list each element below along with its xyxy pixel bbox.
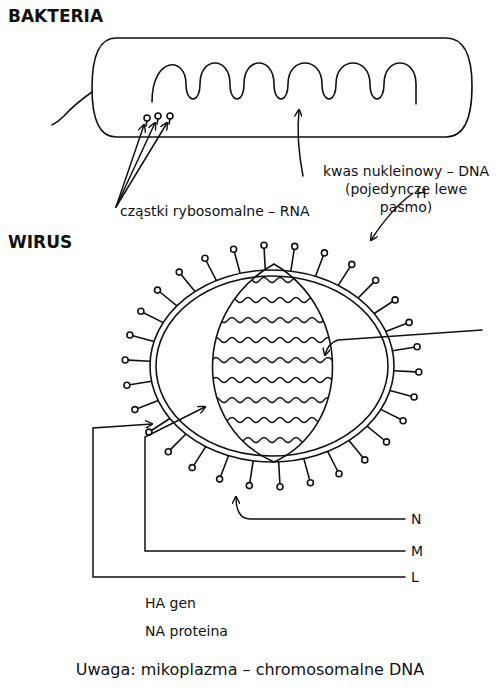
spike [234,252,240,273]
rna-strand [196,438,356,443]
rna-strand [196,418,356,423]
section-heading: BAKTERIA [8,6,103,26]
ribosome [167,113,173,119]
spike [279,462,280,484]
ribosome-stalk [169,119,170,124]
spike-knob [132,407,138,413]
ribosome [144,115,150,121]
part-letter: H [416,184,446,202]
spike-knob [277,484,283,490]
spike [128,360,150,361]
ribosome-stalk [146,121,147,126]
rna-strand [196,298,356,303]
shape-outline [6,230,490,492]
spike [328,451,338,471]
spike [130,381,152,385]
bacterium-cell: BAKTERIA [6,4,486,149]
spike-knob [124,382,130,388]
spike [304,459,310,480]
spike-knob [411,394,417,400]
spike-knob [202,255,208,261]
spike [390,391,411,397]
spike [133,336,154,342]
spike [381,409,401,419]
spike [144,313,164,323]
part-letter: L [411,568,441,586]
spike-knob [261,242,267,248]
annotation: cząstki rybosomalne – RNA [120,202,380,220]
spike [393,347,415,351]
spike-knob [138,308,144,314]
spike [374,302,392,314]
spike [349,441,363,458]
spike [386,324,407,332]
leader-line [236,497,405,519]
leader-line [298,110,303,176]
spike-knob [307,480,313,486]
rna-strand [196,398,356,403]
spike-knob [122,357,128,363]
spike-knob [292,243,298,249]
spike [194,447,206,466]
spike-knob [246,483,252,489]
cell-outline [92,38,472,137]
dna-strand [152,63,416,104]
caption: Uwaga: mikoplazma – chromosomalne DNA [0,660,500,679]
spike [160,292,177,306]
envelope-inner [156,276,388,456]
annotation: kwas nukleinowy – DNA (pojedyncze lewe p… [318,162,494,216]
envelope-outer [150,270,394,462]
spike [138,401,159,409]
spike-knob [146,429,152,435]
spike-knob [392,297,398,303]
section-heading: WIRUS [8,232,72,252]
note: NA proteina [145,622,345,640]
ribosome [155,113,161,119]
spike-knob [414,344,420,350]
spike-knob [406,319,412,325]
flagellum [52,92,92,125]
spike [221,456,229,477]
note: HA gen [145,594,345,612]
part-letter: N [411,510,441,528]
spike [206,261,216,281]
spike [367,426,384,440]
spike-knob [127,332,133,338]
rna-strand [196,338,356,343]
spike [151,419,169,431]
leader-line [116,123,167,207]
spike [394,371,416,372]
core-outline [213,264,333,462]
spike-knob [165,449,171,455]
spike-knob [321,250,327,256]
spike-knob [400,418,406,424]
spike-knob [362,457,368,463]
virus-particle: WIRUS [6,230,490,492]
part-letter: M [411,542,441,560]
spike [338,267,350,286]
spike [250,461,253,483]
rna-strand [196,318,356,323]
rna-strand [196,278,356,283]
spike-knob [416,369,422,375]
spike [170,434,186,450]
spike-knob [384,439,390,445]
leader-line [116,123,155,207]
spike [358,282,374,298]
spike-knob [349,261,355,267]
spike [264,248,265,270]
spike-knob [189,465,195,471]
spike-knob [155,287,161,293]
spike-knob [217,476,223,482]
spike-knob [231,246,237,252]
spike-knob [176,269,182,275]
spike-knob [373,277,379,283]
spike [291,249,294,271]
ribosome-stalk [157,119,158,124]
spike-knob [336,471,342,477]
spike [316,256,324,277]
spike [181,275,195,292]
